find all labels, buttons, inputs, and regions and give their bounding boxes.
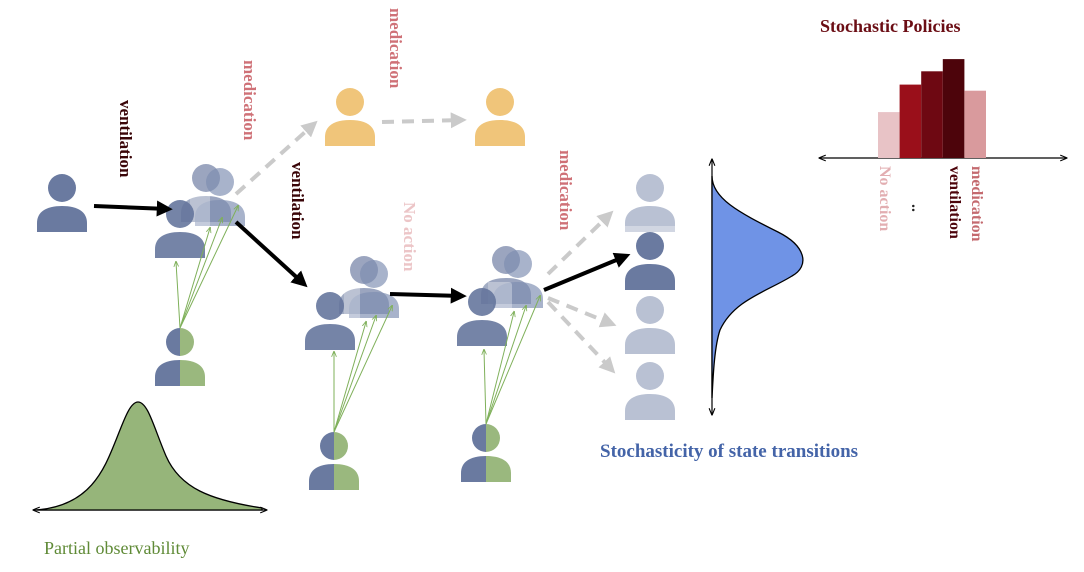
patient-belief-cluster-3 bbox=[452, 240, 548, 352]
patient-outcome-3 bbox=[620, 290, 680, 360]
policy-bars bbox=[878, 59, 986, 158]
policy-label-ellipsis: .. bbox=[908, 204, 925, 212]
arrow-alt-outcome-1 bbox=[546, 210, 614, 276]
arrow-ventilation-1 bbox=[93, 200, 173, 217]
label-medication-1: medication bbox=[240, 60, 259, 141]
arrow-hypothetical-next bbox=[381, 112, 467, 129]
arrow-hypothetical-medication bbox=[234, 120, 318, 196]
arrow-alt-outcome-3 bbox=[547, 296, 617, 328]
patient-outcome-2 bbox=[620, 226, 680, 296]
caption-stochastic-policies: Stochastic Policies bbox=[820, 16, 961, 36]
patient-initial bbox=[32, 168, 92, 238]
patient-belief-cluster-2 bbox=[300, 250, 404, 356]
policy-bar-2 bbox=[899, 84, 922, 158]
label-no-action: No action bbox=[400, 202, 419, 272]
patient-observation-1 bbox=[150, 322, 210, 392]
patient-observation-3 bbox=[456, 418, 516, 488]
policy-bar-4 bbox=[942, 59, 965, 158]
arrow-alt-outcome-4 bbox=[546, 300, 616, 374]
label-medication-2: medication bbox=[386, 8, 405, 89]
policy-label-ventilation: ventilation bbox=[946, 166, 963, 239]
observation-links-3 bbox=[484, 296, 540, 425]
observation-links-2 bbox=[334, 306, 392, 433]
patient-observation-2 bbox=[304, 426, 364, 496]
policy-label-medication: medication bbox=[968, 166, 985, 242]
caption-partial-observability: Partial observability bbox=[44, 538, 190, 558]
patient-hypothetical-2 bbox=[470, 82, 530, 152]
policy-bar-5 bbox=[964, 90, 986, 158]
label-ventilation-2: ventilation bbox=[288, 162, 307, 240]
label-medication-3: medication bbox=[556, 150, 575, 231]
observation-distribution-curve bbox=[35, 401, 263, 511]
patient-hypothetical-1 bbox=[320, 82, 380, 152]
patient-outcome-4 bbox=[620, 356, 680, 426]
caption-state-transitions: Stochasticity of state transitions bbox=[600, 441, 859, 462]
patient-belief-cluster-1 bbox=[150, 158, 250, 264]
arrow-ventilation-2 bbox=[234, 220, 308, 288]
policy-bar-3 bbox=[921, 71, 943, 158]
arrow-no-action bbox=[389, 287, 467, 304]
transition-distribution-curve bbox=[711, 175, 804, 399]
observation-links-1 bbox=[176, 206, 238, 329]
policy-bar-1 bbox=[878, 112, 900, 158]
label-ventilation-1: ventilation bbox=[116, 100, 135, 178]
arrow-to-outcome-2 bbox=[543, 252, 631, 292]
policy-label-no-action: No action bbox=[876, 166, 893, 231]
